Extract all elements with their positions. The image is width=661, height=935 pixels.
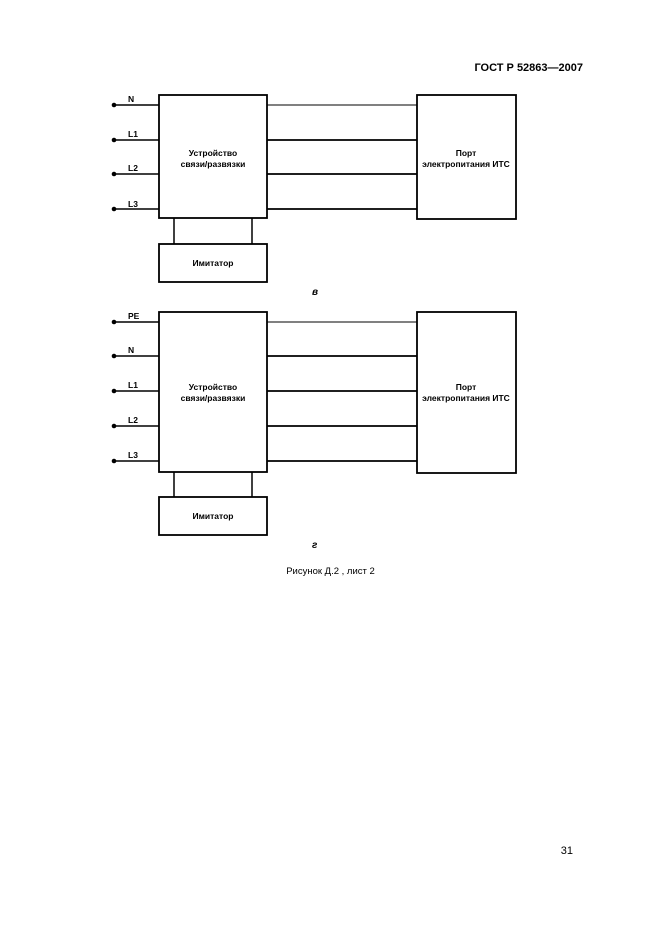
coupling-device-label-line1: Устройство: [189, 148, 237, 158]
coupling-device-label-line2: связи/развязки: [181, 393, 246, 403]
port-connections-g: [267, 321, 417, 462]
port-label-line1: Порт: [456, 382, 477, 392]
document-standard-header: ГОСТ Р 52863—2007: [474, 62, 583, 74]
port-label-line2: электропитания ИТС: [422, 393, 510, 403]
input-label-l2: L2: [128, 163, 138, 173]
input-label-l1: L1: [128, 380, 138, 390]
input-label-l3: L3: [128, 199, 138, 209]
input-label-n: N: [128, 345, 134, 355]
port-connections-b: [267, 104, 417, 210]
diagram-b-sublabel: в: [312, 287, 319, 298]
diagram-b-labels: N L1 L2 L3 Устройство связи/развязки Пор…: [128, 94, 510, 268]
input-label-n: N: [128, 94, 134, 104]
page-number: 31: [560, 845, 573, 857]
terminal-dots-g: [111, 319, 117, 464]
simulator-box-g: [158, 496, 268, 536]
input-label-pe: PE: [128, 311, 140, 321]
diagram-g-sublabel: г: [312, 540, 318, 551]
coupling-device-label-line2: связи/развязки: [181, 159, 246, 169]
input-wires-b: [114, 104, 159, 210]
input-label-l3: L3: [128, 450, 138, 460]
simulator-label: Имитатор: [193, 258, 234, 268]
diagram-b: [111, 94, 517, 283]
coupling-device-box-g: [158, 311, 268, 473]
port-label-line1: Порт: [456, 148, 477, 158]
coupling-device-label-line1: Устройство: [189, 382, 237, 392]
port-box-b: [416, 94, 517, 220]
input-label-l2: L2: [128, 415, 138, 425]
coupling-device-box-b: [158, 94, 268, 219]
input-wires-g: [114, 321, 159, 462]
simulator-box-b: [158, 243, 268, 283]
figure-caption: Рисунок Д.2 , лист 2: [286, 566, 375, 577]
port-box-g: [416, 311, 517, 474]
simulator-label: Имитатор: [193, 511, 234, 521]
diagram-g: [111, 311, 517, 536]
terminal-dots-b: [111, 102, 117, 212]
input-label-l1: L1: [128, 129, 138, 139]
diagram-g-labels: PE N L1 L2 L3 Устройство связи/развязки …: [128, 311, 510, 521]
port-label-line2: электропитания ИТС: [422, 159, 510, 169]
